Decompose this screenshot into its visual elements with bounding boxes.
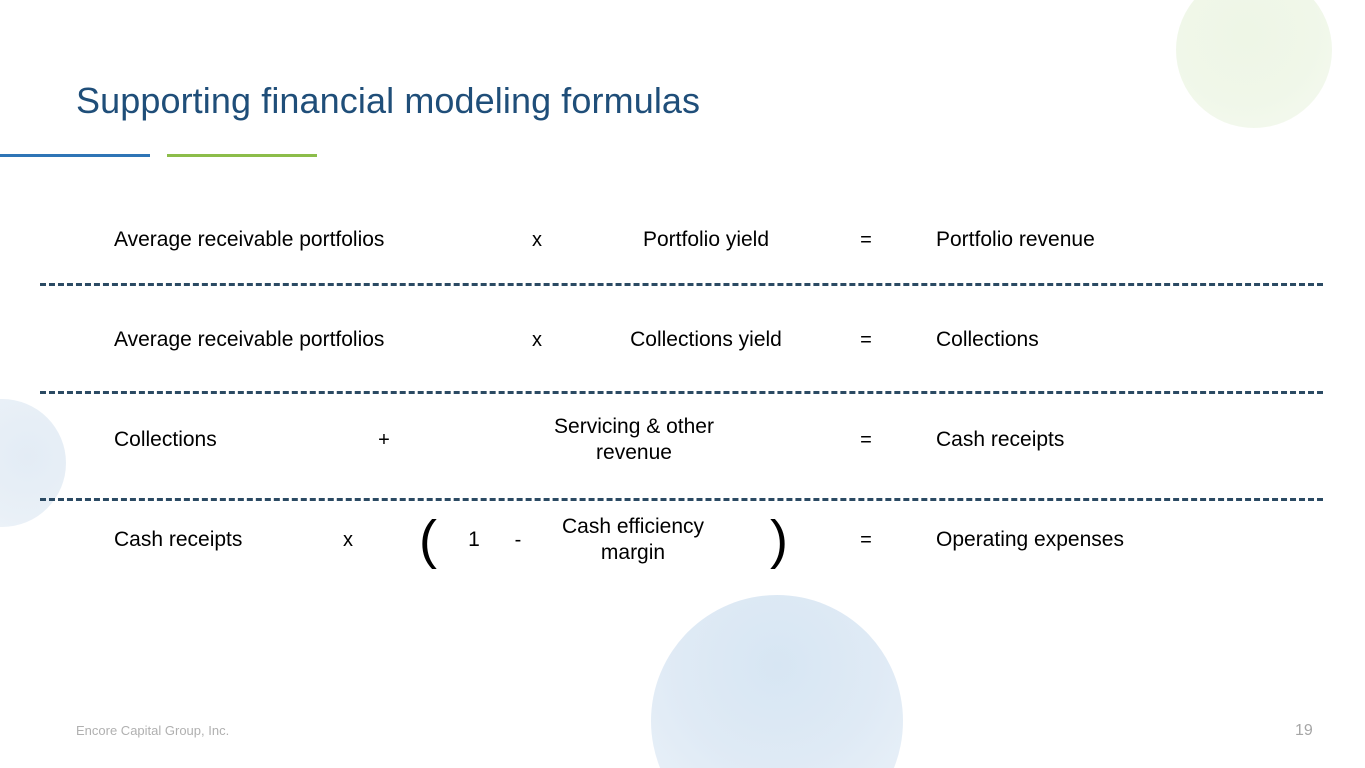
decorative-circle-blue-bottom — [651, 595, 903, 768]
formula-operator: x — [532, 228, 542, 251]
formula-middle-term: Portfolio yield — [642, 227, 770, 251]
formula-divider — [40, 498, 1323, 501]
formula-result-term: Portfolio revenue — [936, 227, 1095, 251]
formula-row: Average receivable portfolios x Collecti… — [0, 290, 1365, 390]
formula-row: Cash receipts x ( 1 - Cash efficiency ma… — [0, 490, 1365, 590]
page-title: Supporting financial modeling formulas — [76, 80, 701, 121]
decorative-circle-green — [1176, 0, 1332, 128]
formula-left-term: Cash receipts — [114, 527, 243, 551]
footer-brand: Encore Capital Group, Inc. — [76, 723, 230, 738]
formula-paren-open: ( — [419, 509, 437, 570]
formula-middle-term: Servicing & other revenue — [554, 414, 714, 464]
formula-result-term: Collections — [936, 327, 1039, 351]
formula-middle-term: Cash efficiency margin — [561, 514, 705, 564]
formula-row: Collections + Servicing & other revenue … — [0, 390, 1365, 490]
formula-result-term: Operating expenses — [936, 527, 1124, 551]
formula-left-term: Collections — [114, 427, 217, 451]
formula-divider — [40, 391, 1323, 394]
formula-list: Average receivable portfolios x Portfoli… — [0, 190, 1365, 590]
formula-operator: + — [378, 428, 390, 451]
formula-equals-sign: = — [860, 328, 872, 351]
formula-divider — [40, 283, 1323, 286]
formula-equals-sign: = — [860, 228, 872, 251]
formula-number: 1 — [468, 527, 480, 551]
page-number: 19 — [1295, 722, 1313, 739]
formula-row: Average receivable portfolios x Portfoli… — [0, 190, 1365, 290]
accent-rule-green — [167, 154, 317, 157]
formula-equals-sign: = — [860, 428, 872, 451]
formula-middle-term: Collections yield — [630, 327, 782, 351]
formula-operator: x — [343, 528, 353, 551]
formula-left-term: Average receivable portfolios — [114, 327, 385, 351]
formula-result-term: Cash receipts — [936, 427, 1065, 451]
accent-rule-blue — [0, 154, 150, 157]
formula-paren-close: ) — [770, 509, 788, 570]
formula-operator-minus: - — [514, 528, 522, 551]
formula-equals-sign: = — [860, 528, 872, 551]
formula-left-term: Average receivable portfolios — [114, 227, 385, 251]
formula-operator: x — [532, 328, 542, 351]
